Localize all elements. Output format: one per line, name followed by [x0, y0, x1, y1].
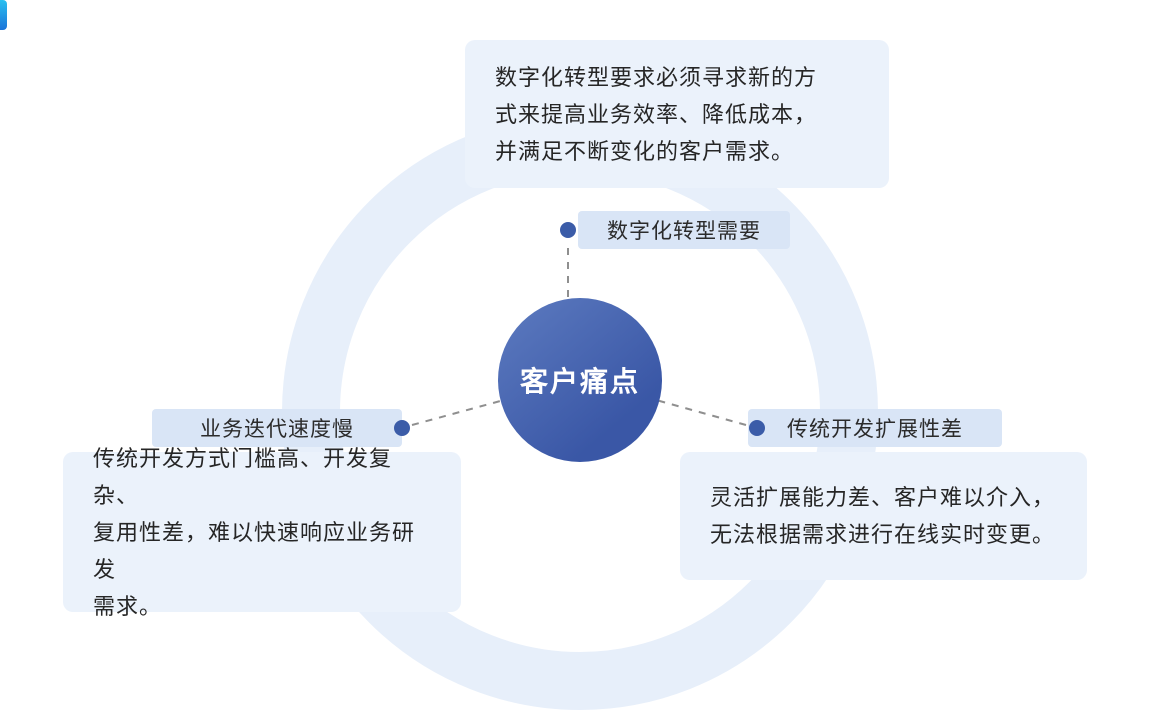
description-text: 灵活扩展能力差、客户难以介入， 无法根据需求进行在线实时变更。 — [710, 485, 1056, 547]
label-text: 业务迭代速度慢 — [200, 418, 354, 441]
center-node-label: 客户痛点 — [519, 366, 640, 397]
description-box-digital-transformation: 数字化转型要求必须寻求新的方 式来提高业务效率、降低成本， 并满足不断变化的客户… — [465, 40, 889, 188]
node-dot-left — [394, 420, 410, 436]
page-accent-bar — [0, 0, 7, 30]
description-text: 数字化转型要求必须寻求新的方 式来提高业务效率、降低成本， 并满足不断变化的客户… — [495, 64, 818, 164]
label-box-slow-iteration: 业务迭代速度慢 — [152, 409, 402, 447]
description-box-poor-extensibility: 灵活扩展能力差、客户难以介入， 无法根据需求进行在线实时变更。 — [680, 452, 1087, 580]
label-text: 传统开发扩展性差 — [787, 418, 963, 441]
label-box-digital-transformation: 数字化转型需要 — [578, 211, 790, 249]
label-box-poor-extensibility: 传统开发扩展性差 — [748, 409, 1002, 447]
label-text: 数字化转型需要 — [607, 220, 761, 243]
center-node-customer-pain-points: 客户痛点 — [498, 298, 662, 462]
node-dot-top — [560, 222, 576, 238]
description-box-slow-iteration: 传统开发方式门槛高、开发复杂、 复用性差，难以快速响应业务研发 需求。 — [63, 446, 461, 619]
description-text: 传统开发方式门槛高、开发复杂、 复用性差，难以快速响应业务研发 需求。 — [93, 445, 416, 619]
node-dot-right — [749, 420, 765, 436]
